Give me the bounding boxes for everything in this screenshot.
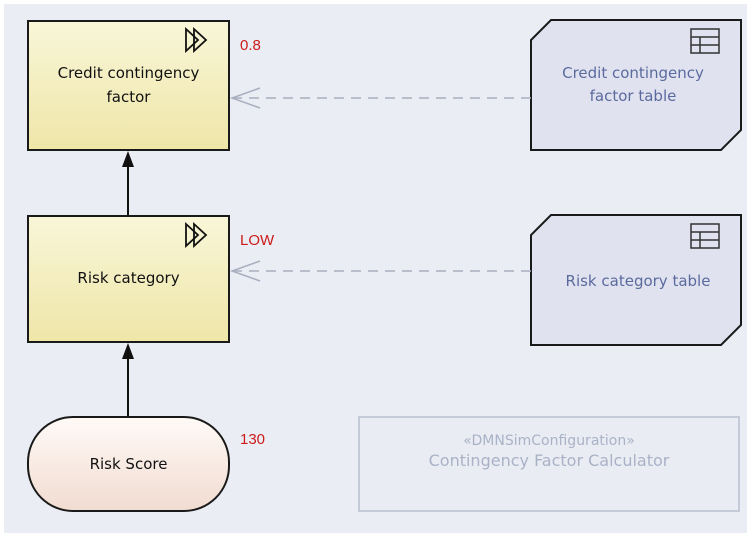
decision-run-icon (185, 222, 208, 248)
decision-label: Credit contingency factor (57, 64, 200, 106)
decision-label: Risk category (77, 269, 180, 288)
decision-risk-category[interactable]: Risk category (27, 215, 230, 343)
decision-run-icon (185, 27, 208, 53)
input-data-result-value: 130 (240, 431, 266, 448)
table-label-credit-contingency: Credit contingency factor table (562, 64, 704, 106)
table-label-risk-category: Risk category table (565, 272, 711, 290)
decision-result-value: LOW (240, 232, 275, 249)
simulation-configuration[interactable]: «DMNSimConfiguration» Contingency Factor… (358, 416, 740, 512)
decision-credit-contingency-factor[interactable]: Credit contingency factor (27, 20, 230, 151)
configuration-name: Contingency Factor Calculator (428, 451, 670, 470)
stereotype-label: «DMNSimConfiguration» (463, 433, 635, 449)
input-data-risk-score[interactable]: Risk Score (27, 416, 230, 512)
decision-result-value: 0.8 (240, 37, 261, 54)
input-data-label: Risk Score (89, 455, 168, 473)
